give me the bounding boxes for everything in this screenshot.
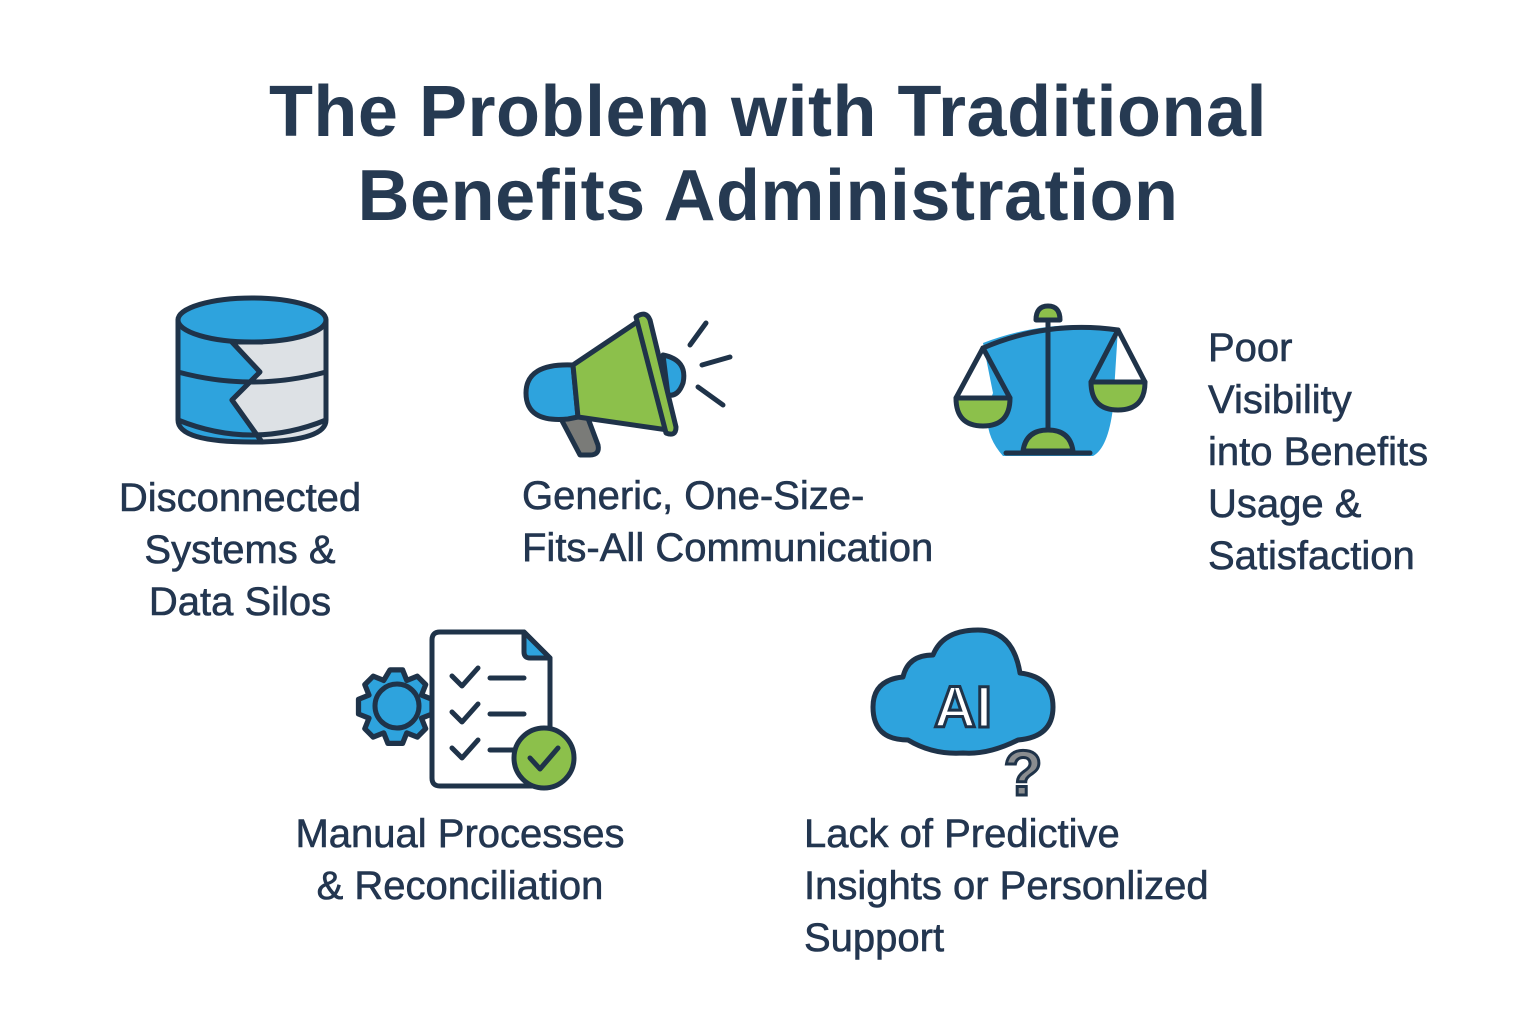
title-line-2: Benefits Administration [357, 156, 1179, 236]
database-split-icon [170, 290, 335, 450]
label-line: Poor [1208, 326, 1293, 371]
item-label-disconnected-systems: Disconnected Systems & Data Silos [60, 472, 420, 628]
gear-checklist-icon [352, 628, 582, 793]
megaphone-icon [518, 305, 733, 460]
title-line-1: The Problem with Traditional [268, 72, 1268, 152]
label-line: Generic, One-Size- [522, 474, 865, 519]
label-line: Lack of Predictive [804, 812, 1120, 857]
label-line: Visibility [1208, 378, 1352, 423]
item-label-generic-communication: Generic, One-Size- Fits-All Communicatio… [522, 470, 1022, 574]
question-mark-icon: ? [1003, 737, 1042, 805]
ai-cloud-question-icon: AI ? [868, 625, 1058, 811]
label-line: Disconnected [118, 476, 362, 521]
item-label-poor-visibility: Poor Visibility into Benefits Usage & Sa… [1208, 322, 1508, 582]
page-title: The Problem with Traditional Benefits Ad… [0, 70, 1536, 238]
label-line: Usage & [1208, 482, 1362, 527]
label-line: Data Silos [148, 580, 332, 625]
item-label-manual-processes: Manual Processes & Reconciliation [240, 808, 680, 912]
label-line: into Benefits [1208, 430, 1429, 475]
label-line: Systems & [144, 528, 336, 573]
label-line: Support [804, 916, 945, 961]
label-line: Manual Processes [295, 812, 625, 857]
label-line: Satisfaction [1208, 534, 1415, 579]
ai-text: AI [934, 675, 992, 740]
label-line: Fits-All Communication [522, 526, 934, 571]
label-line: Insights or Personlized [804, 864, 1209, 909]
balance-scale-icon [948, 298, 1148, 458]
label-line: & Reconciliation [316, 864, 604, 909]
item-label-lack-predictive: Lack of Predictive Insights or Personliz… [804, 808, 1324, 964]
